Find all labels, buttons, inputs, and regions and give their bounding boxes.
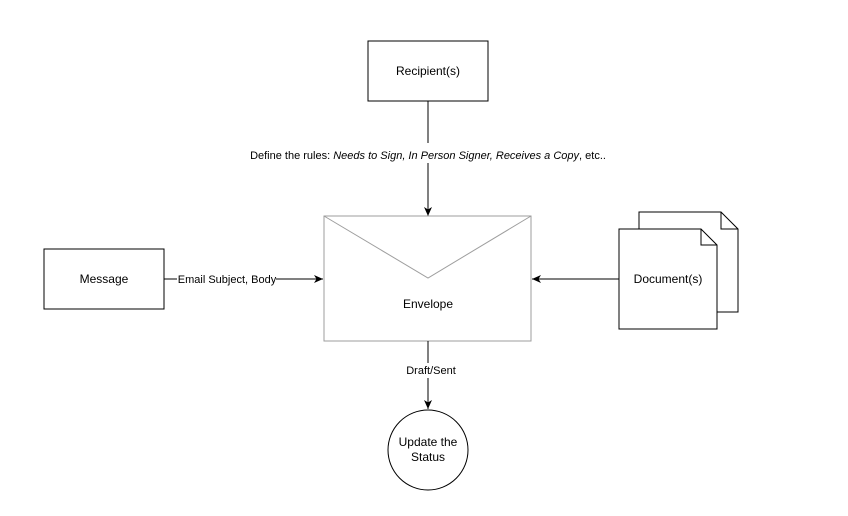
document-back-page-fold <box>720 212 738 230</box>
edge-message-envelope: Email Subject, Body <box>164 274 323 286</box>
edge-recipients-envelope: Define the rules: Needs to Sign, In Pers… <box>250 101 606 216</box>
rules-list: Needs to Sign, In Person Signer, Receive… <box>333 150 580 162</box>
rules-edge-label: Define the rules: Needs to Sign, In Pers… <box>250 150 606 162</box>
rules-prefix: Define the rules: <box>250 150 333 162</box>
rules-suffix: , etc.. <box>579 150 606 162</box>
message-node[interactable]: Message <box>43 248 165 310</box>
recipients-box <box>367 40 489 102</box>
status-circle <box>387 409 469 491</box>
recipients-node[interactable]: Recipient(s) <box>367 40 489 102</box>
recipients-label: Recipient(s) <box>396 64 460 78</box>
document-front-page-fold <box>700 229 717 246</box>
documents-label: Document(s) <box>634 272 703 286</box>
status-edge-label: Draft/Sent <box>406 365 456 377</box>
status-node[interactable]: Update the Status <box>387 409 469 491</box>
envelope-label: Envelope <box>403 297 453 311</box>
status-label-line2: Status <box>411 450 445 464</box>
document-front-page-icon <box>618 228 718 330</box>
message-label: Message <box>80 272 129 286</box>
message-box <box>43 248 165 310</box>
status-label-line1: Update the <box>399 435 458 449</box>
edge-envelope-status: Draft/Sent <box>406 341 456 409</box>
envelope-node[interactable]: Envelope <box>323 215 532 342</box>
envelope-flap <box>323 215 532 279</box>
message-edge-label: Email Subject, Body <box>178 274 277 286</box>
documents-node[interactable]: Document(s) <box>618 211 739 330</box>
